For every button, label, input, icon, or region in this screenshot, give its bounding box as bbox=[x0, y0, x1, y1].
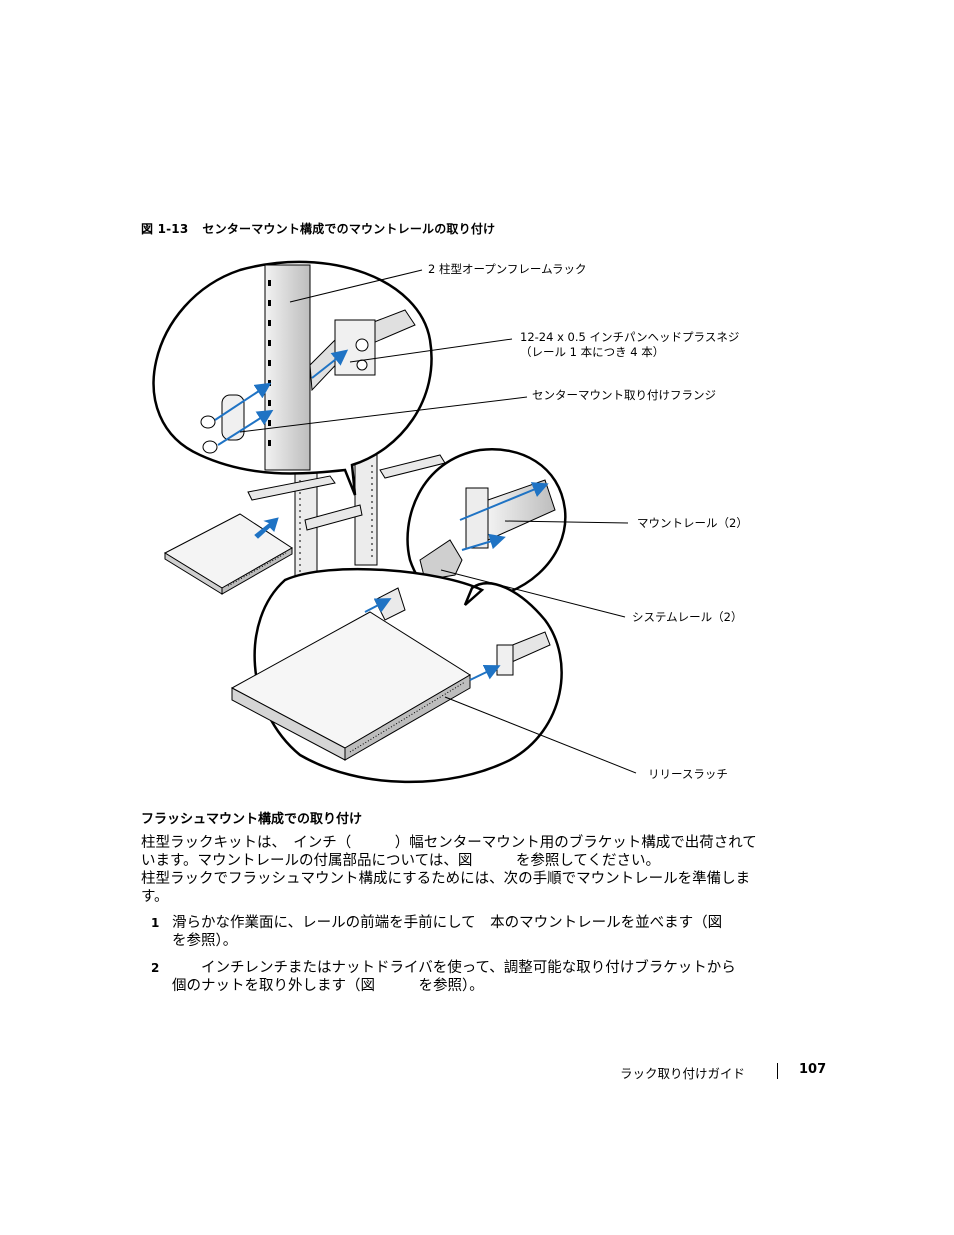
callout-rack: 2 柱型オープンフレームラック bbox=[428, 262, 587, 276]
body-paragraphs: 柱型ラックキットは、 インチ（ ）幅センターマウント用のブラケット構成で出荷され… bbox=[141, 834, 771, 906]
callout-release-latch: リリースラッチ bbox=[648, 767, 728, 781]
footer-separator bbox=[777, 1063, 778, 1079]
step-2: 2 インチレンチまたはナットドライバを使って、調整可能な取り付けブラケットから … bbox=[141, 959, 751, 995]
callout-mount-rail: マウントレール（2） bbox=[637, 516, 748, 530]
figure-caption: 図 1-13 センターマウント構成でのマウントレールの取り付け bbox=[141, 220, 495, 237]
rack-installation-illustration bbox=[152, 260, 637, 784]
step-1-text: 滑らかな作業面に、レールの前端を手前にして 本のマウントレールを並べます（図 を… bbox=[172, 915, 766, 949]
callout-system-rail: システムレール（2） bbox=[632, 610, 743, 624]
callout-screws-line2: （レール 1 本につき 4 本） bbox=[520, 345, 665, 359]
zoom-circle-bottom bbox=[230, 567, 563, 784]
step-2-number: 2 bbox=[151, 961, 160, 975]
callout-flange: センターマウント取り付けフランジ bbox=[532, 388, 716, 402]
callout-screws-line1: 12-24 x 0.5 インチパンヘッドプラスネジ bbox=[520, 330, 740, 344]
section-title: フラッシュマウント構成での取り付け bbox=[141, 812, 363, 827]
step-2-text: インチレンチまたはナットドライバを使って、調整可能な取り付けブラケットから 個の… bbox=[172, 960, 751, 994]
callout-screws: 12-24 x 0.5 インチパンヘッドプラスネジ （レール 1 本につき 4 … bbox=[520, 330, 739, 360]
step-1: 1 滑らかな作業面に、レールの前端を手前にして 本のマウントレールを並べます（図… bbox=[141, 914, 766, 950]
insert-arrow bbox=[254, 517, 279, 539]
figure-title: センターマウント構成でのマウントレールの取り付け bbox=[202, 222, 496, 236]
callout-leader-lines bbox=[239, 269, 637, 774]
figure-number: 図 1-13 bbox=[141, 222, 189, 236]
paragraph-1: 柱型ラックキットは、 インチ（ ）幅センターマウント用のブラケット構成で出荷され… bbox=[141, 835, 757, 869]
step-1-number: 1 bbox=[151, 916, 160, 930]
zoom-circle-top bbox=[152, 260, 433, 496]
paragraph-2: 柱型ラックでフラッシュマウント構成にするためには、次の手順でマウントレールを準備… bbox=[141, 871, 751, 905]
footer-guide-title: ラック取り付けガイド bbox=[620, 1066, 746, 1081]
page-number: 107 bbox=[799, 1062, 827, 1077]
